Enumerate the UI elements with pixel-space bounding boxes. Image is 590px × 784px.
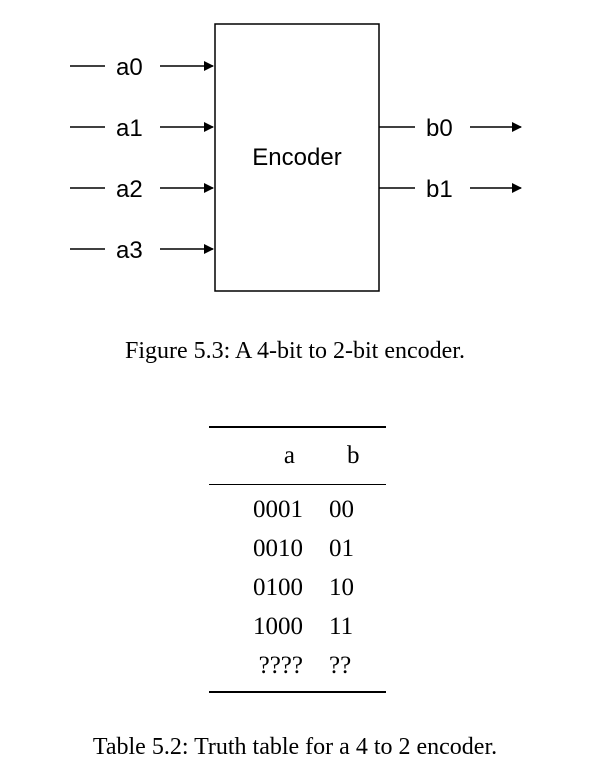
table-row: ???? ?? [209,646,386,685]
cell-b: 11 [329,612,354,640]
output-label-b0: b0 [426,115,453,142]
cell-b: ?? [329,651,352,679]
table-row: 0001 00 [209,490,386,529]
table-row: 1000 11 [209,607,386,646]
figure-caption: Figure 5.3: A 4-bit to 2-bit encoder. [125,338,465,364]
cell-b: 00 [329,495,354,523]
encoder-diagram: Encoder a0 a1 a2 a3 b0 b1 [70,23,522,292]
table-caption: Table 5.2: Truth table for a 4 to 2 enco… [92,734,498,760]
output-label-b1: b1 [426,176,453,203]
input-label-a0: a0 [116,54,143,81]
header-a: a [283,442,295,469]
input-label-a2: a2 [116,176,143,203]
header-b: b [347,442,360,469]
encoder-label: Encoder [252,144,341,171]
cell-a: ???? [258,651,303,679]
table-bottom-rule [209,691,386,693]
table-row: 0010 01 [209,529,386,568]
cell-b: 01 [329,534,354,562]
input-label-a3: a3 [116,237,143,264]
encoder-block [214,23,380,292]
table-top-rule [209,426,386,428]
table-row: 0100 10 [209,568,386,607]
cell-a: 0001 [253,495,303,523]
cell-a: 0010 [253,534,303,562]
table-header-rule [209,484,386,485]
cell-a: 1000 [253,612,303,640]
cell-a: 0100 [253,573,303,601]
table-body: 0001 00 0010 01 0100 10 1000 11 ???? ?? [209,485,386,691]
truth-table: a b 0001 00 0010 01 0100 10 1000 11 ???? [209,426,386,693]
input-label-a1: a1 [116,115,143,142]
table-header-row: a b [209,428,386,484]
cell-b: 10 [329,573,354,601]
